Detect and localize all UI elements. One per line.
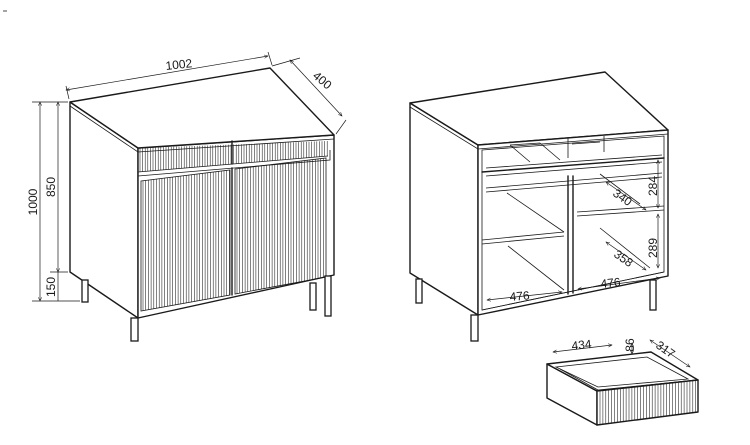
width-dimension-line: [66, 56, 268, 90]
body-height-label: 850: [44, 177, 58, 197]
drawer-compartment-back-opening: [509, 142, 561, 163]
right-door-fluting: [236, 158, 324, 294]
drawer-view: 434 86 317: [546, 337, 699, 426]
depth-label: 400: [310, 69, 335, 93]
drawer-runner: [485, 154, 663, 177]
drawer-width-label: 434: [571, 337, 593, 353]
leg-height-label: 150: [44, 277, 58, 297]
open-leg-back-left: [415, 278, 423, 304]
left-upper-shelf-side: [506, 192, 565, 233]
left-inner-width-label: 476: [509, 288, 530, 304]
drawer-compartment-divider: [567, 136, 605, 158]
drawer-shadow-line: [137, 150, 331, 177]
depth-dimension-line: [290, 60, 342, 116]
center-divider: [567, 175, 574, 295]
leg-front-right: [324, 275, 332, 317]
open-leg-front-right: [649, 279, 657, 311]
upper-shelf-depth-dimension-line: [606, 182, 646, 210]
upper-rail: [485, 172, 663, 193]
right-inner-width-label: 476: [600, 275, 622, 291]
lower-shelf-height-label: 289: [646, 238, 660, 258]
leg-front-left: [130, 317, 139, 342]
drawer-depth-dimension-line: [650, 340, 690, 367]
drawer-compartment-bottom: [481, 157, 665, 173]
open-leg-front-left: [470, 314, 479, 342]
total-height-label: 1000: [26, 188, 40, 215]
open-sideboard-view: 284 289 340 358 476 476: [409, 71, 669, 342]
leg-back-right: [309, 282, 317, 311]
left-door-fluting: [142, 170, 230, 311]
lower-shelf-depth-dimension-line: [606, 242, 646, 270]
open-top-edge-line: [409, 106, 669, 150]
upper-shelf-height-label: 284: [646, 176, 660, 196]
leg-back-left: [81, 279, 89, 303]
right-inner-width-dimension-line: [578, 278, 660, 289]
depth-extension-lines: [271, 57, 347, 135]
left-inner-width-dimension-line: [487, 292, 562, 300]
drawer-inner-rim: [554, 356, 690, 388]
drawer-rail: [137, 148, 329, 173]
left-door: [140, 169, 231, 312]
drawer-height-label: 86: [623, 338, 637, 352]
width-label: 1002: [165, 56, 193, 73]
closed-sideboard-view: 1002 400 1000 850 150: [26, 51, 347, 342]
drawer-width-dimension-line: [553, 345, 612, 352]
left-upper-shelf: [481, 231, 565, 245]
